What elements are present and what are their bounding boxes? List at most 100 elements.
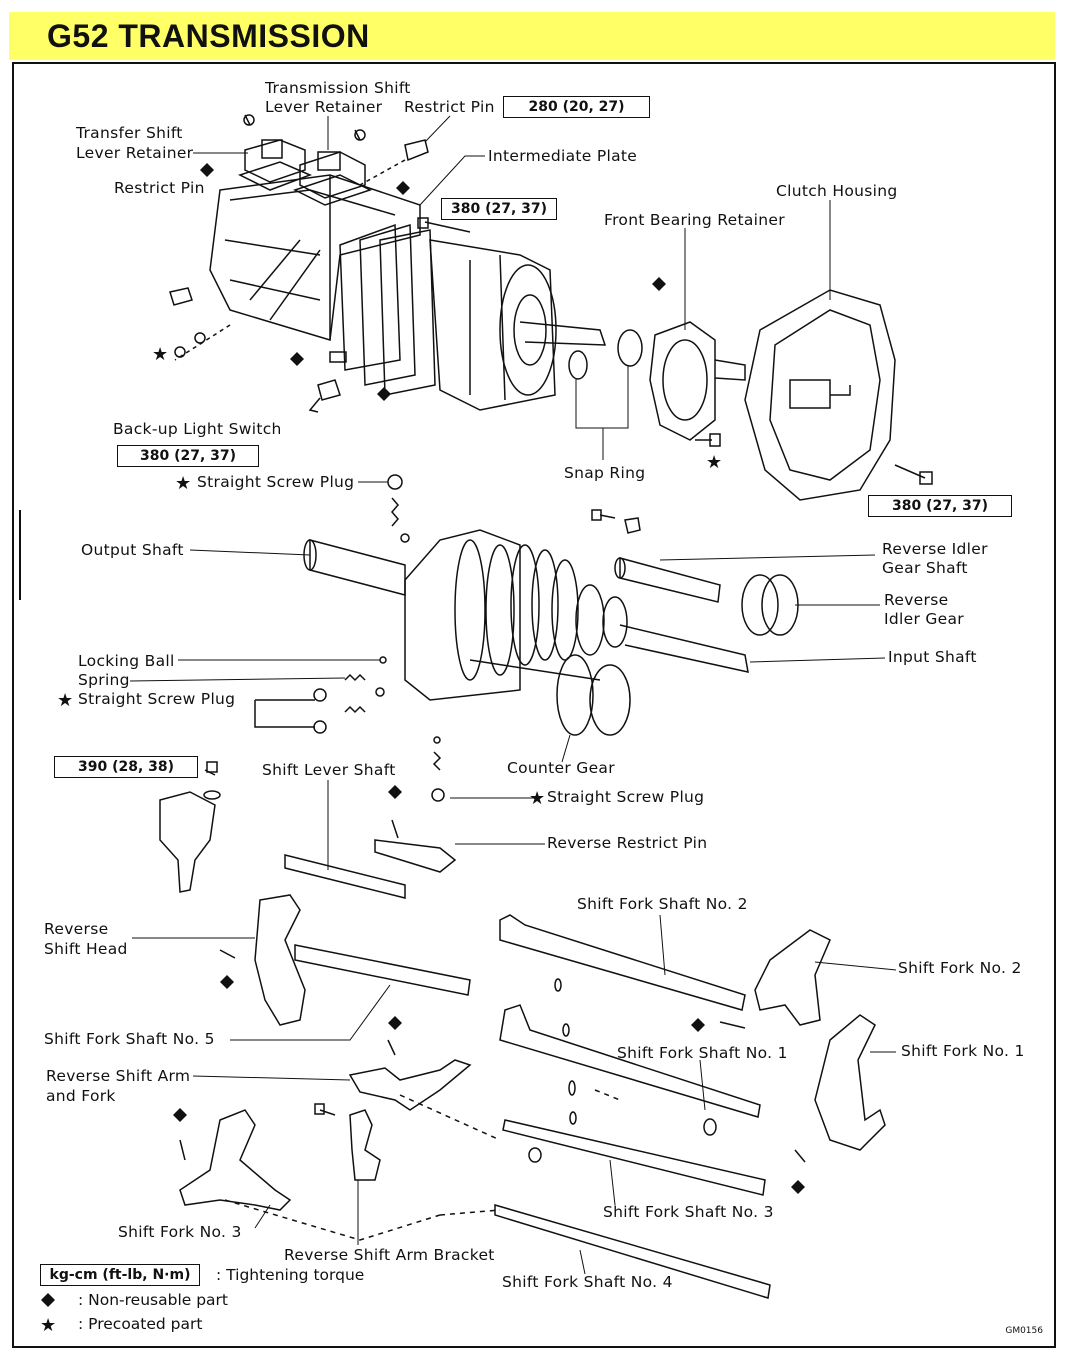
diagram-frame	[12, 62, 1056, 1348]
shift-fork-shaft-no5	[294, 944, 471, 996]
star-icon: ★	[40, 1315, 56, 1336]
label-reverse-idler-gear-2: Idler Gear	[884, 610, 964, 628]
reverse-shift-head-part	[159, 791, 216, 893]
label-reverse-idler-gear-shaft-1: Reverse Idler	[882, 540, 988, 558]
backup-light-switch	[317, 379, 341, 401]
label-snap-ring: Snap Ring	[564, 464, 646, 482]
label-transmission-shift-lever-retainer-2: Lever Retainer	[265, 98, 383, 116]
torque-restrict-pin: 280 (20, 27)	[503, 96, 650, 118]
label-shift-fork-shaft-no5: Shift Fork Shaft No. 5	[44, 1030, 215, 1048]
shift-fork-shaft-no1	[499, 1004, 761, 1118]
label-shift-fork-no1: Shift Fork No. 1	[901, 1042, 1025, 1060]
star-icon: ★	[529, 788, 545, 809]
label-locking-ball: Locking Ball	[78, 652, 175, 670]
transfer-shift-lever-retainer	[238, 139, 313, 191]
transmission-shift-lever-retainer	[293, 151, 372, 206]
shift-fork-shaft-no3	[502, 1119, 766, 1196]
label-reverse-shift-head-2: Shift Head	[44, 940, 128, 958]
diamond-icon	[200, 163, 214, 177]
snap-ring-2	[617, 329, 643, 367]
label-shift-fork-shaft-no4: Shift Fork Shaft No. 4	[502, 1273, 673, 1291]
diamond-icon	[290, 352, 304, 366]
shift-fork-shaft-no4	[494, 1204, 771, 1299]
shift-fork-no2-part	[754, 929, 831, 1026]
label-reverse-shift-head-1: Reverse	[44, 920, 109, 938]
label-spring: Spring	[78, 671, 130, 689]
label-backup-light-switch: Back-up Light Switch	[113, 420, 282, 438]
label-reverse-shift-arm-2: and Fork	[46, 1087, 116, 1105]
star-icon: ★	[152, 344, 168, 365]
diamond-icon	[791, 1180, 805, 1194]
output-shaft	[303, 539, 406, 596]
label-reverse-idler-gear-1: Reverse	[884, 591, 949, 609]
title-bar: G52 TRANSMISSION	[9, 12, 1055, 60]
diamond-icon	[652, 277, 666, 291]
shift-lever-shaft	[284, 854, 406, 899]
legend-torque-unit: kg-cm (ft-lb, N·m)	[40, 1264, 200, 1286]
label-reverse-shift-arm-bracket: Reverse Shift Arm Bracket	[284, 1246, 495, 1264]
label-transfer-shift-lever-retainer-1: Transfer Shift	[76, 124, 183, 142]
legend-diamond-desc: : Non-reusable part	[78, 1291, 229, 1309]
label-shift-fork-shaft-no3: Shift Fork Shaft No. 3	[603, 1203, 774, 1221]
label-reverse-restrict-pin: Reverse Restrict Pin	[547, 834, 708, 852]
label-reverse-shift-arm-1: Reverse Shift Arm	[46, 1067, 191, 1085]
diamond-icon	[377, 387, 391, 401]
spring	[344, 673, 366, 682]
counter-gear	[556, 654, 594, 736]
diamond-icon	[396, 181, 410, 195]
label-transmission-shift-lever-retainer-1: Transmission Shift	[265, 79, 411, 97]
label-shift-fork-shaft-no1: Shift Fork Shaft No. 1	[617, 1044, 788, 1062]
front-case	[429, 239, 557, 411]
label-clutch-housing: Clutch Housing	[776, 182, 898, 200]
reverse-shift-arm-bracket-part	[349, 1109, 381, 1181]
legend-torque-desc: : Tightening torque	[216, 1266, 365, 1284]
diamond-icon	[41, 1293, 55, 1307]
torque-backup-light-switch: 380 (27, 37)	[117, 445, 259, 467]
diamond-icon	[691, 1018, 705, 1032]
label-transfer-shift-lever-retainer-2: Lever Retainer	[76, 144, 194, 162]
label-shift-fork-shaft-no2: Shift Fork Shaft No. 2	[577, 895, 748, 913]
diamond-icon	[173, 1108, 187, 1122]
clutch-housing	[744, 289, 896, 501]
label-restrict-pin-left: Restrict Pin	[114, 179, 205, 197]
label-straight-screw-plug-1: Straight Screw Plug	[197, 473, 355, 491]
input-shaft-stub	[519, 321, 607, 346]
star-icon: ★	[57, 690, 73, 711]
restrict-pin-top	[404, 139, 429, 162]
restrict-pin-left	[169, 287, 193, 306]
front-bearing-retainer	[649, 321, 746, 441]
reverse-idler-gear	[741, 574, 799, 636]
torque-reverse-shift-head-bolt: 390 (28, 38)	[54, 756, 198, 778]
label-shift-fork-no3: Shift Fork No. 3	[118, 1223, 242, 1241]
label-front-bearing-retainer: Front Bearing Retainer	[604, 211, 785, 229]
shift-fork-no1-part	[814, 1014, 886, 1151]
gear-cluster	[404, 529, 749, 736]
reverse-idler-gear-shaft	[619, 557, 721, 603]
shift-fork-no3-part	[179, 1109, 292, 1211]
snap-ring-1	[568, 350, 588, 380]
diamond-icon	[388, 1016, 402, 1030]
straight-screw-plug-1	[387, 474, 403, 490]
label-input-shaft: Input Shaft	[888, 648, 977, 666]
label-shift-fork-no2: Shift Fork No. 2	[898, 959, 1022, 977]
label-shift-lever-shaft: Shift Lever Shaft	[262, 761, 396, 779]
star-icon: ★	[175, 473, 191, 494]
label-counter-gear: Counter Gear	[507, 759, 615, 777]
torque-intermediate-plate-bolt: 380 (27, 37)	[441, 198, 557, 220]
label-output-shaft: Output Shaft	[81, 541, 184, 559]
star-icon: ★	[706, 452, 722, 473]
label-straight-screw-plug-2: Straight Screw Plug	[78, 690, 236, 708]
diamond-icon	[388, 785, 402, 799]
figure-code: GM0156	[1005, 1326, 1043, 1336]
label-straight-screw-plug-3: Straight Screw Plug	[547, 788, 705, 806]
shift-fork-shaft-no2	[499, 914, 746, 1011]
reverse-shift-arm-part	[348, 1059, 472, 1111]
diamond-icon	[220, 975, 234, 989]
intermediate-plate	[339, 223, 436, 396]
label-intermediate-plate: Intermediate Plate	[488, 147, 638, 165]
page-title: G52 TRANSMISSION	[47, 18, 370, 54]
label-reverse-idler-gear-shaft-2: Gear Shaft	[882, 559, 968, 577]
legend-star-desc: : Precoated part	[78, 1315, 203, 1333]
locking-ball	[379, 656, 387, 664]
